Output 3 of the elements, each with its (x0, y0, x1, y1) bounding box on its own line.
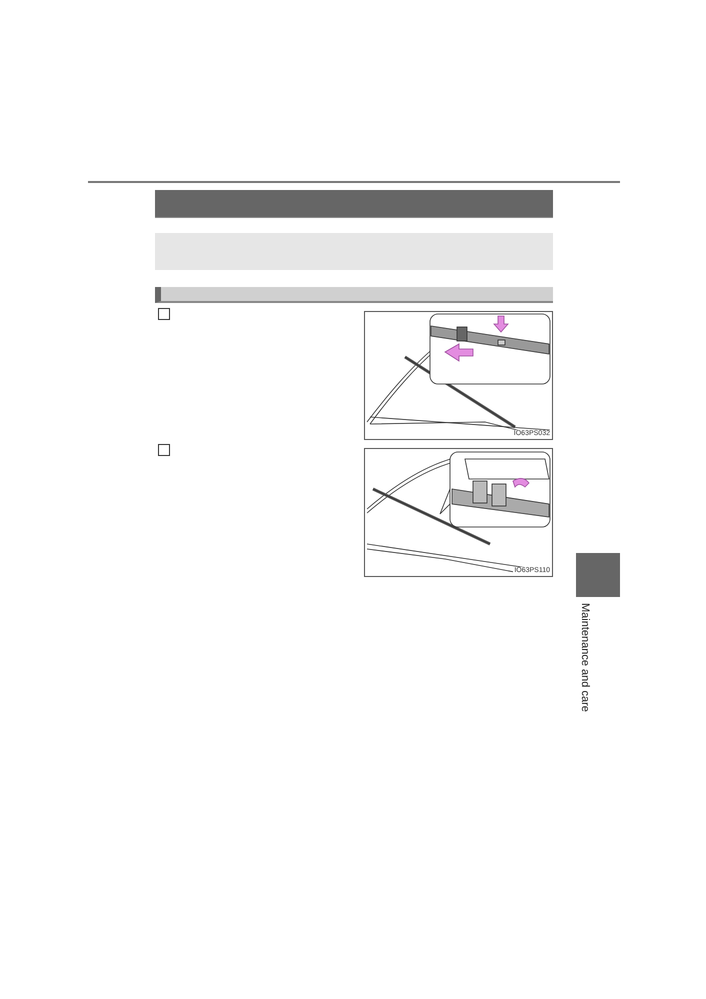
chapter-title: Maintenance and care (579, 603, 591, 712)
title-bar (155, 190, 553, 218)
section-heading-bar (155, 287, 553, 303)
